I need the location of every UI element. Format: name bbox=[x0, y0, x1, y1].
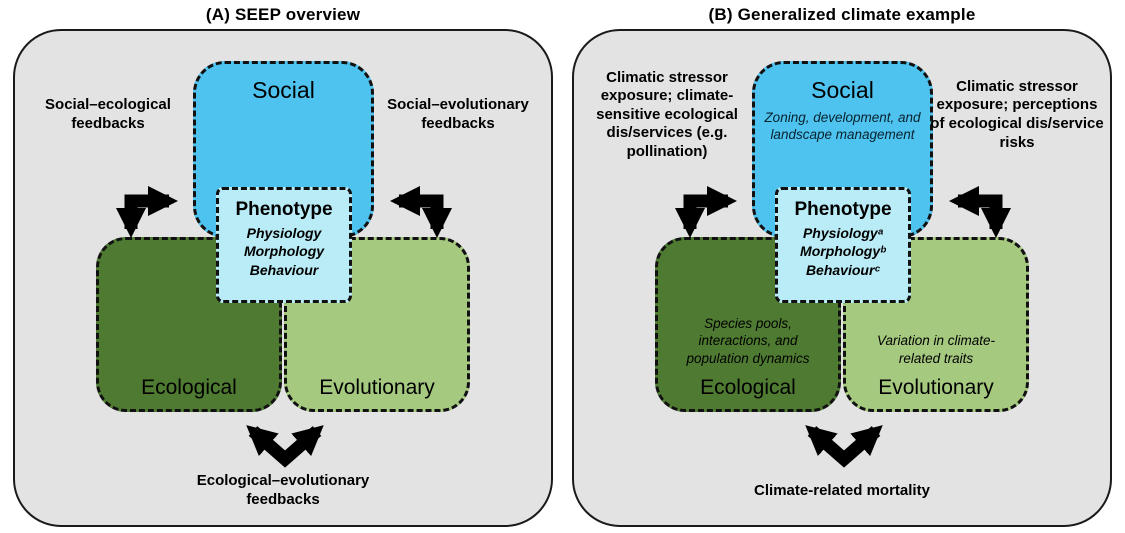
phenotype-line-morphology: Morphologyᵇ bbox=[800, 243, 886, 260]
phenotype-title: Phenotype bbox=[235, 199, 333, 220]
social-evolutionary-feedback-label: Social–evolutionary feedbacks bbox=[387, 96, 529, 132]
panel-b-frame: Social Zoning, development, and landscap… bbox=[572, 29, 1112, 527]
phenotype-line-physiology: Physiologyᵃ bbox=[802, 225, 884, 241]
phenotype-box: Phenotype Physiology Morphology Behaviou… bbox=[216, 187, 352, 303]
ecological-label: Ecological bbox=[141, 376, 237, 399]
climate-mortality-text: Climate-related mortality bbox=[754, 481, 930, 499]
evolutionary-label: Evolutionary bbox=[319, 376, 435, 399]
social-label: Social bbox=[252, 77, 315, 103]
climate-mortality-label: Climate-related mortality bbox=[574, 467, 1110, 515]
ecological-evolutionary-arrow bbox=[805, 425, 883, 468]
phenotype-line-morphology: Morphology bbox=[243, 243, 325, 260]
phenotype-line-behaviour: Behaviourᶜ bbox=[805, 261, 881, 278]
social-evolutionary-arrow bbox=[949, 186, 1011, 238]
social-ecological-arrow bbox=[675, 186, 737, 238]
ecological-label: Ecological bbox=[700, 376, 796, 399]
eco-evo-feedback-label: Ecological–evolutionary feedbacks bbox=[15, 467, 551, 515]
panel-b-title: (B) Generalized climate example bbox=[708, 5, 976, 24]
ecological-subtitle: Species pools, interactions, and populat… bbox=[686, 316, 810, 366]
eco-evo-feedback-text: Ecological–evolutionary feedbacks bbox=[196, 472, 370, 508]
social-ecological-feedback-label: Social–ecological feedbacks bbox=[45, 96, 171, 132]
climatic-stressor-right-label: Climatic stressor exposure; perceptions … bbox=[930, 77, 1104, 151]
panel-b: (B) Generalized climate example Social Z… bbox=[572, 2, 1112, 527]
phenotype-box: Phenotype Physiologyᵃ Morphologyᵇ Behavi… bbox=[775, 187, 911, 303]
evolutionary-subtitle: Variation in climate-related traits bbox=[876, 333, 996, 366]
panel-a: (A) SEEP overview Social Ecological Evol… bbox=[13, 2, 553, 527]
social-label: Social bbox=[811, 77, 874, 103]
phenotype-line-physiology: Physiology bbox=[246, 225, 322, 241]
ecological-evolutionary-arrow bbox=[246, 425, 324, 468]
panel-a-frame: Social Ecological Evolutionary Phenotype… bbox=[13, 29, 553, 527]
climatic-stressor-left-label: Climatic stressor exposure; climate-sens… bbox=[596, 68, 738, 160]
phenotype-line-behaviour: Behaviour bbox=[249, 261, 319, 278]
panel-a-title: (A) SEEP overview bbox=[205, 5, 361, 24]
evolutionary-label: Evolutionary bbox=[878, 376, 994, 399]
social-evolutionary-arrow bbox=[390, 186, 452, 238]
social-ecological-arrow bbox=[116, 186, 178, 238]
social-subtitle: Zoning, development, and landscape manag… bbox=[764, 110, 921, 143]
phenotype-title: Phenotype bbox=[794, 199, 892, 220]
ecological-box: Ecological bbox=[96, 237, 282, 412]
